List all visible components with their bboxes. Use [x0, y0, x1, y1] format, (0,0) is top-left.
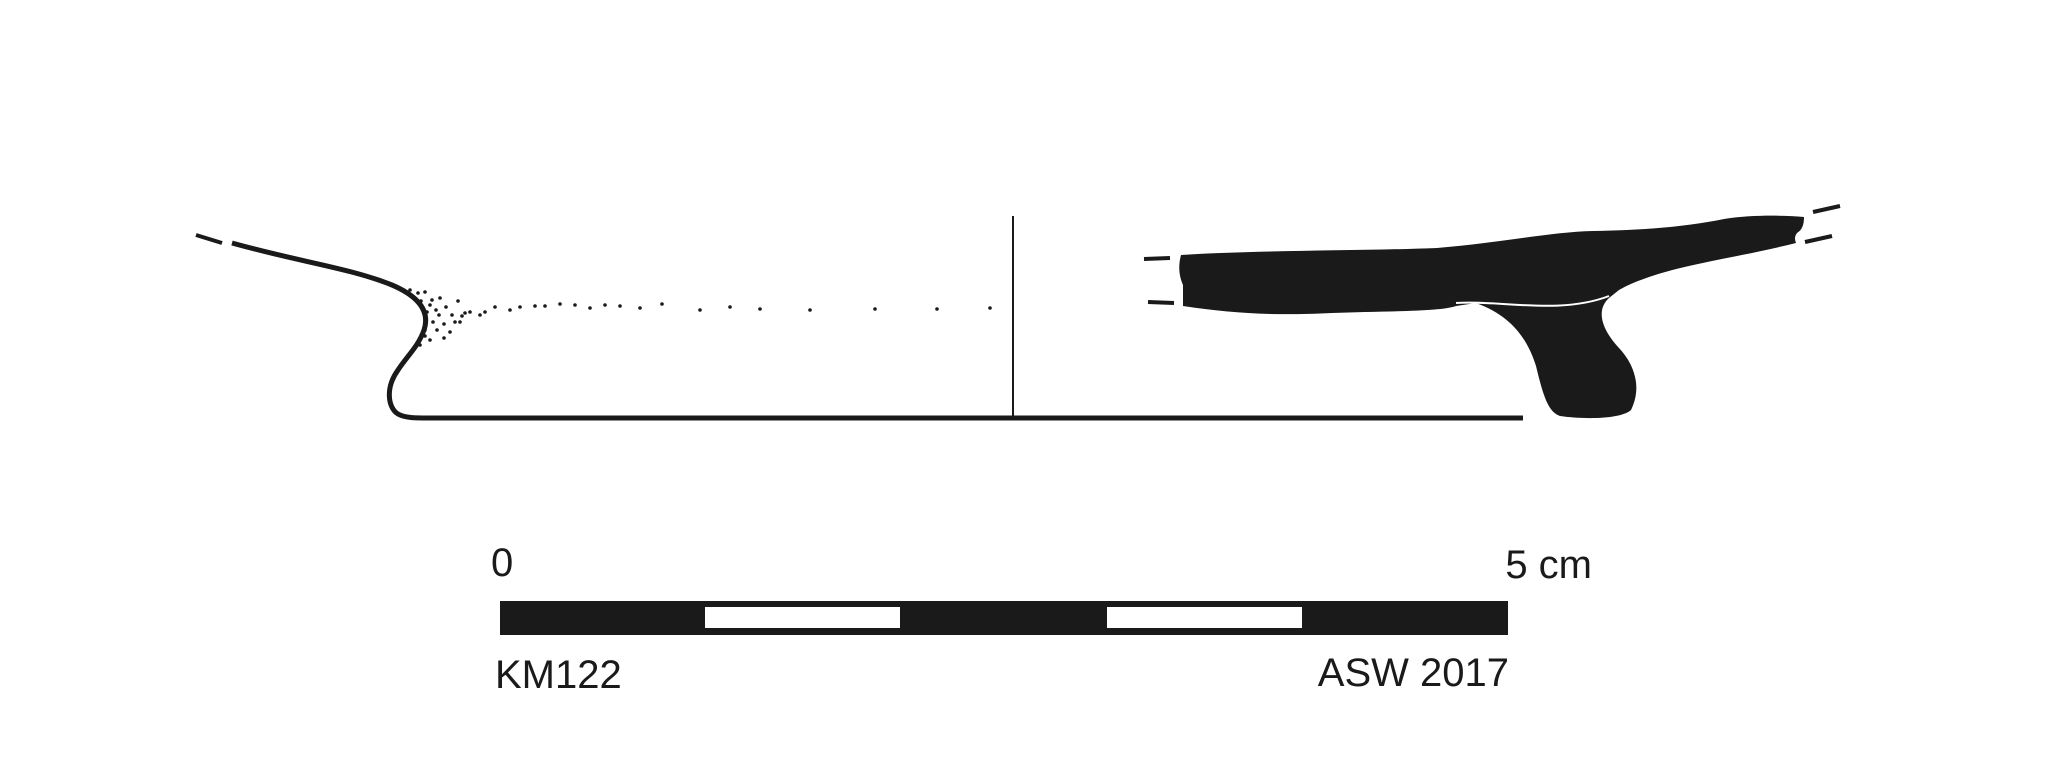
object-id-caption: KM122 — [495, 653, 622, 697]
scale-bar-frame — [500, 601, 1508, 635]
stipple-dot — [518, 305, 522, 309]
stipple-dot — [438, 296, 442, 300]
stipple-dot — [428, 303, 432, 307]
stipple-dot — [453, 320, 457, 324]
stipple-dot — [508, 308, 512, 312]
stipple-dot — [460, 314, 464, 318]
stipple-dot — [435, 328, 439, 332]
stipple-dot — [419, 299, 423, 303]
stipple-shading — [408, 288, 992, 347]
stipple-dot — [698, 308, 702, 312]
scale-start-label: 0 — [491, 541, 513, 585]
stipple-dot — [444, 305, 448, 309]
stipple-dot — [808, 308, 812, 312]
stipple-dot — [423, 318, 427, 322]
stipple-dot — [588, 306, 592, 310]
stipple-dot — [423, 290, 427, 294]
scale-bar: 0 5 cm KM122 ASW 2017 — [491, 541, 1592, 697]
stipple-dot — [988, 306, 992, 310]
stipple-dot — [558, 302, 562, 306]
stipple-dot — [448, 330, 452, 334]
stipple-dot — [483, 310, 487, 314]
stipple-dot — [873, 307, 877, 311]
broken-edge-dash — [195, 233, 223, 245]
section-fill — [1179, 215, 1804, 419]
exterior-profile — [195, 216, 1523, 421]
stipple-dot — [434, 308, 438, 312]
stipple-dot — [450, 313, 454, 317]
stipple-dot — [418, 343, 422, 347]
stipple-dot — [437, 313, 441, 317]
stipple-dot — [442, 322, 446, 326]
stipple-dot — [478, 313, 482, 317]
stipple-dot — [728, 305, 732, 309]
stipple-dot — [425, 310, 429, 314]
join-line — [1455, 295, 1610, 307]
stipple-dot — [638, 306, 642, 310]
stipple-dot — [468, 310, 472, 314]
scale-bar-segment-white — [1107, 607, 1302, 628]
stipple-dot — [573, 303, 577, 307]
stipple-dot — [456, 299, 460, 303]
stipple-dot — [618, 304, 622, 308]
stipple-dot — [442, 336, 446, 340]
stipple-dot — [408, 288, 412, 292]
scale-end-label: 5 cm — [1505, 543, 1592, 587]
stipple-dot — [416, 291, 420, 295]
stipple-dot — [533, 304, 537, 308]
broken-edge-dashes — [1143, 204, 1841, 305]
stipple-dot — [603, 303, 607, 307]
stipple-dot — [758, 307, 762, 311]
stipple-dot — [935, 307, 939, 311]
profile-outline — [231, 240, 429, 421]
author-year-caption: ASW 2017 — [1318, 651, 1509, 695]
stipple-dot — [431, 320, 435, 324]
stipple-dot — [423, 334, 427, 338]
stipple-dot — [463, 311, 467, 315]
vessel-section — [1143, 204, 1841, 419]
stipple-dot — [458, 320, 462, 324]
stipple-dot — [543, 304, 547, 308]
scale-bar-segment-white — [705, 607, 900, 628]
stipple-dot — [428, 338, 432, 342]
stipple-dot — [660, 302, 664, 306]
stipple-dot — [493, 305, 497, 309]
stipple-dot — [423, 328, 427, 332]
stipple-dot — [430, 298, 434, 302]
